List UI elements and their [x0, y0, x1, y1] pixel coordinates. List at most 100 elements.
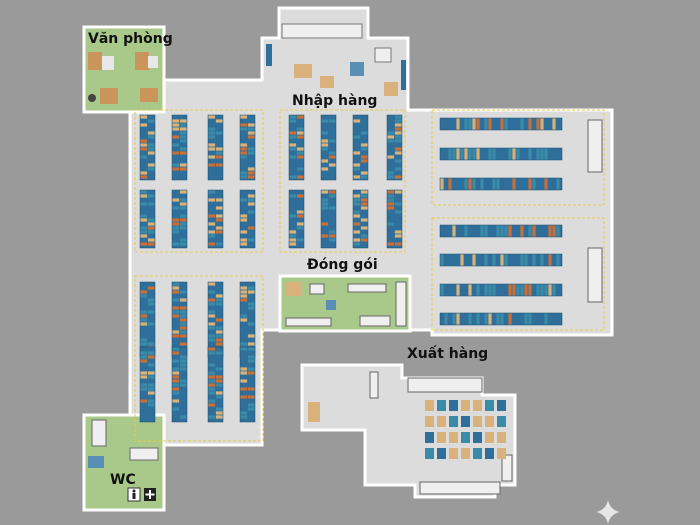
rack-bin: [296, 139, 304, 143]
rack-bin: [172, 135, 180, 139]
rack-bin: [208, 391, 216, 395]
rack-bin: [353, 210, 361, 214]
rack-bin: [353, 167, 361, 171]
rack-bin: [296, 147, 304, 151]
rack-bin: [556, 284, 560, 296]
rack-bin: [548, 254, 552, 266]
rack-bin: [240, 222, 248, 226]
shipping-box: [437, 432, 446, 443]
rack-bin: [528, 284, 532, 296]
rack-bin: [456, 284, 460, 296]
rack-bin: [496, 225, 500, 237]
rack-bin: [179, 403, 187, 407]
rack-bin: [440, 254, 444, 266]
rack-bin: [516, 225, 520, 237]
rack-bin: [480, 225, 484, 237]
rack-bin: [179, 155, 187, 159]
rack-bin: [460, 313, 464, 325]
rack-bin: [179, 334, 187, 338]
rack-bin: [500, 118, 504, 130]
chair: [88, 94, 96, 102]
rack-bin: [452, 313, 456, 325]
rack-bin: [240, 206, 248, 210]
rack-bin: [247, 202, 255, 206]
rack-bin: [247, 159, 255, 163]
rack-bin: [524, 284, 528, 296]
rack-bin: [528, 118, 532, 130]
rack-bin: [247, 127, 255, 131]
rack-bin: [289, 206, 297, 210]
rack-bin: [140, 282, 148, 286]
rack-bin: [460, 284, 464, 296]
rack-bin: [328, 123, 336, 127]
rack-bin: [520, 254, 524, 266]
desk: [88, 52, 102, 70]
rack-bin: [147, 399, 155, 403]
rack-bin: [240, 355, 248, 359]
rack-bin: [247, 395, 255, 399]
rack-bin: [172, 322, 180, 326]
dock-counter: [281, 23, 363, 39]
rack-bin: [464, 148, 468, 160]
rack-bin: [172, 298, 180, 302]
rack-bin: [394, 123, 402, 127]
rack-bin: [208, 338, 216, 342]
rack-bin: [476, 148, 480, 160]
rack-bin: [240, 190, 248, 194]
rack-bin: [452, 254, 456, 266]
rack-bin: [353, 230, 361, 234]
storage-rack: [139, 189, 156, 249]
rack-bin: [147, 310, 155, 314]
rack-bin: [532, 225, 536, 237]
rack-bin: [476, 178, 480, 190]
rack-bin: [172, 367, 180, 371]
rack-bin: [240, 334, 248, 338]
rack-bin: [394, 222, 402, 226]
rack-bin: [552, 118, 556, 130]
storage-rack: [207, 346, 224, 423]
rack-bin: [360, 210, 368, 214]
rack-bin: [536, 284, 540, 296]
shipping-box: [449, 400, 458, 411]
rack-bin: [240, 367, 248, 371]
rack-bin: [179, 226, 187, 230]
rack-bin: [512, 225, 516, 237]
rack-bin: [524, 254, 528, 266]
rack-bin: [140, 387, 148, 391]
rack-bin: [172, 163, 180, 167]
rack-bin: [247, 342, 255, 346]
rack-bin: [472, 178, 476, 190]
rack-bin: [215, 411, 223, 415]
rack-bin: [147, 123, 155, 127]
rack-bin: [215, 298, 223, 302]
rack-bin: [215, 379, 223, 383]
rack-bin: [179, 222, 187, 226]
rack-bin: [353, 214, 361, 218]
rack-bin: [460, 178, 464, 190]
rack-bin: [208, 375, 216, 379]
rack-bin: [321, 218, 329, 222]
rack-bin: [500, 254, 504, 266]
rack-bin: [140, 119, 148, 123]
rack-bin: [452, 118, 456, 130]
rack-bin: [140, 391, 148, 395]
rack-bin: [556, 178, 560, 190]
rack-bin: [540, 225, 544, 237]
rack-bin: [528, 254, 532, 266]
rack-bin: [215, 342, 223, 346]
rack-bin: [172, 151, 180, 155]
rack-bin: [387, 151, 395, 155]
dock-table: [294, 64, 312, 78]
rack-bin: [215, 127, 223, 131]
rack-bin: [147, 234, 155, 238]
rack-bin: [240, 318, 248, 322]
rack-bin: [172, 127, 180, 131]
rack-bin: [240, 322, 248, 326]
rack-bin: [208, 151, 216, 155]
rack-bin: [444, 284, 448, 296]
rack-bin: [215, 302, 223, 306]
rack-bin: [140, 214, 148, 218]
rack-bin: [321, 127, 329, 131]
rack-bin: [179, 411, 187, 415]
rack-bin: [387, 214, 395, 218]
